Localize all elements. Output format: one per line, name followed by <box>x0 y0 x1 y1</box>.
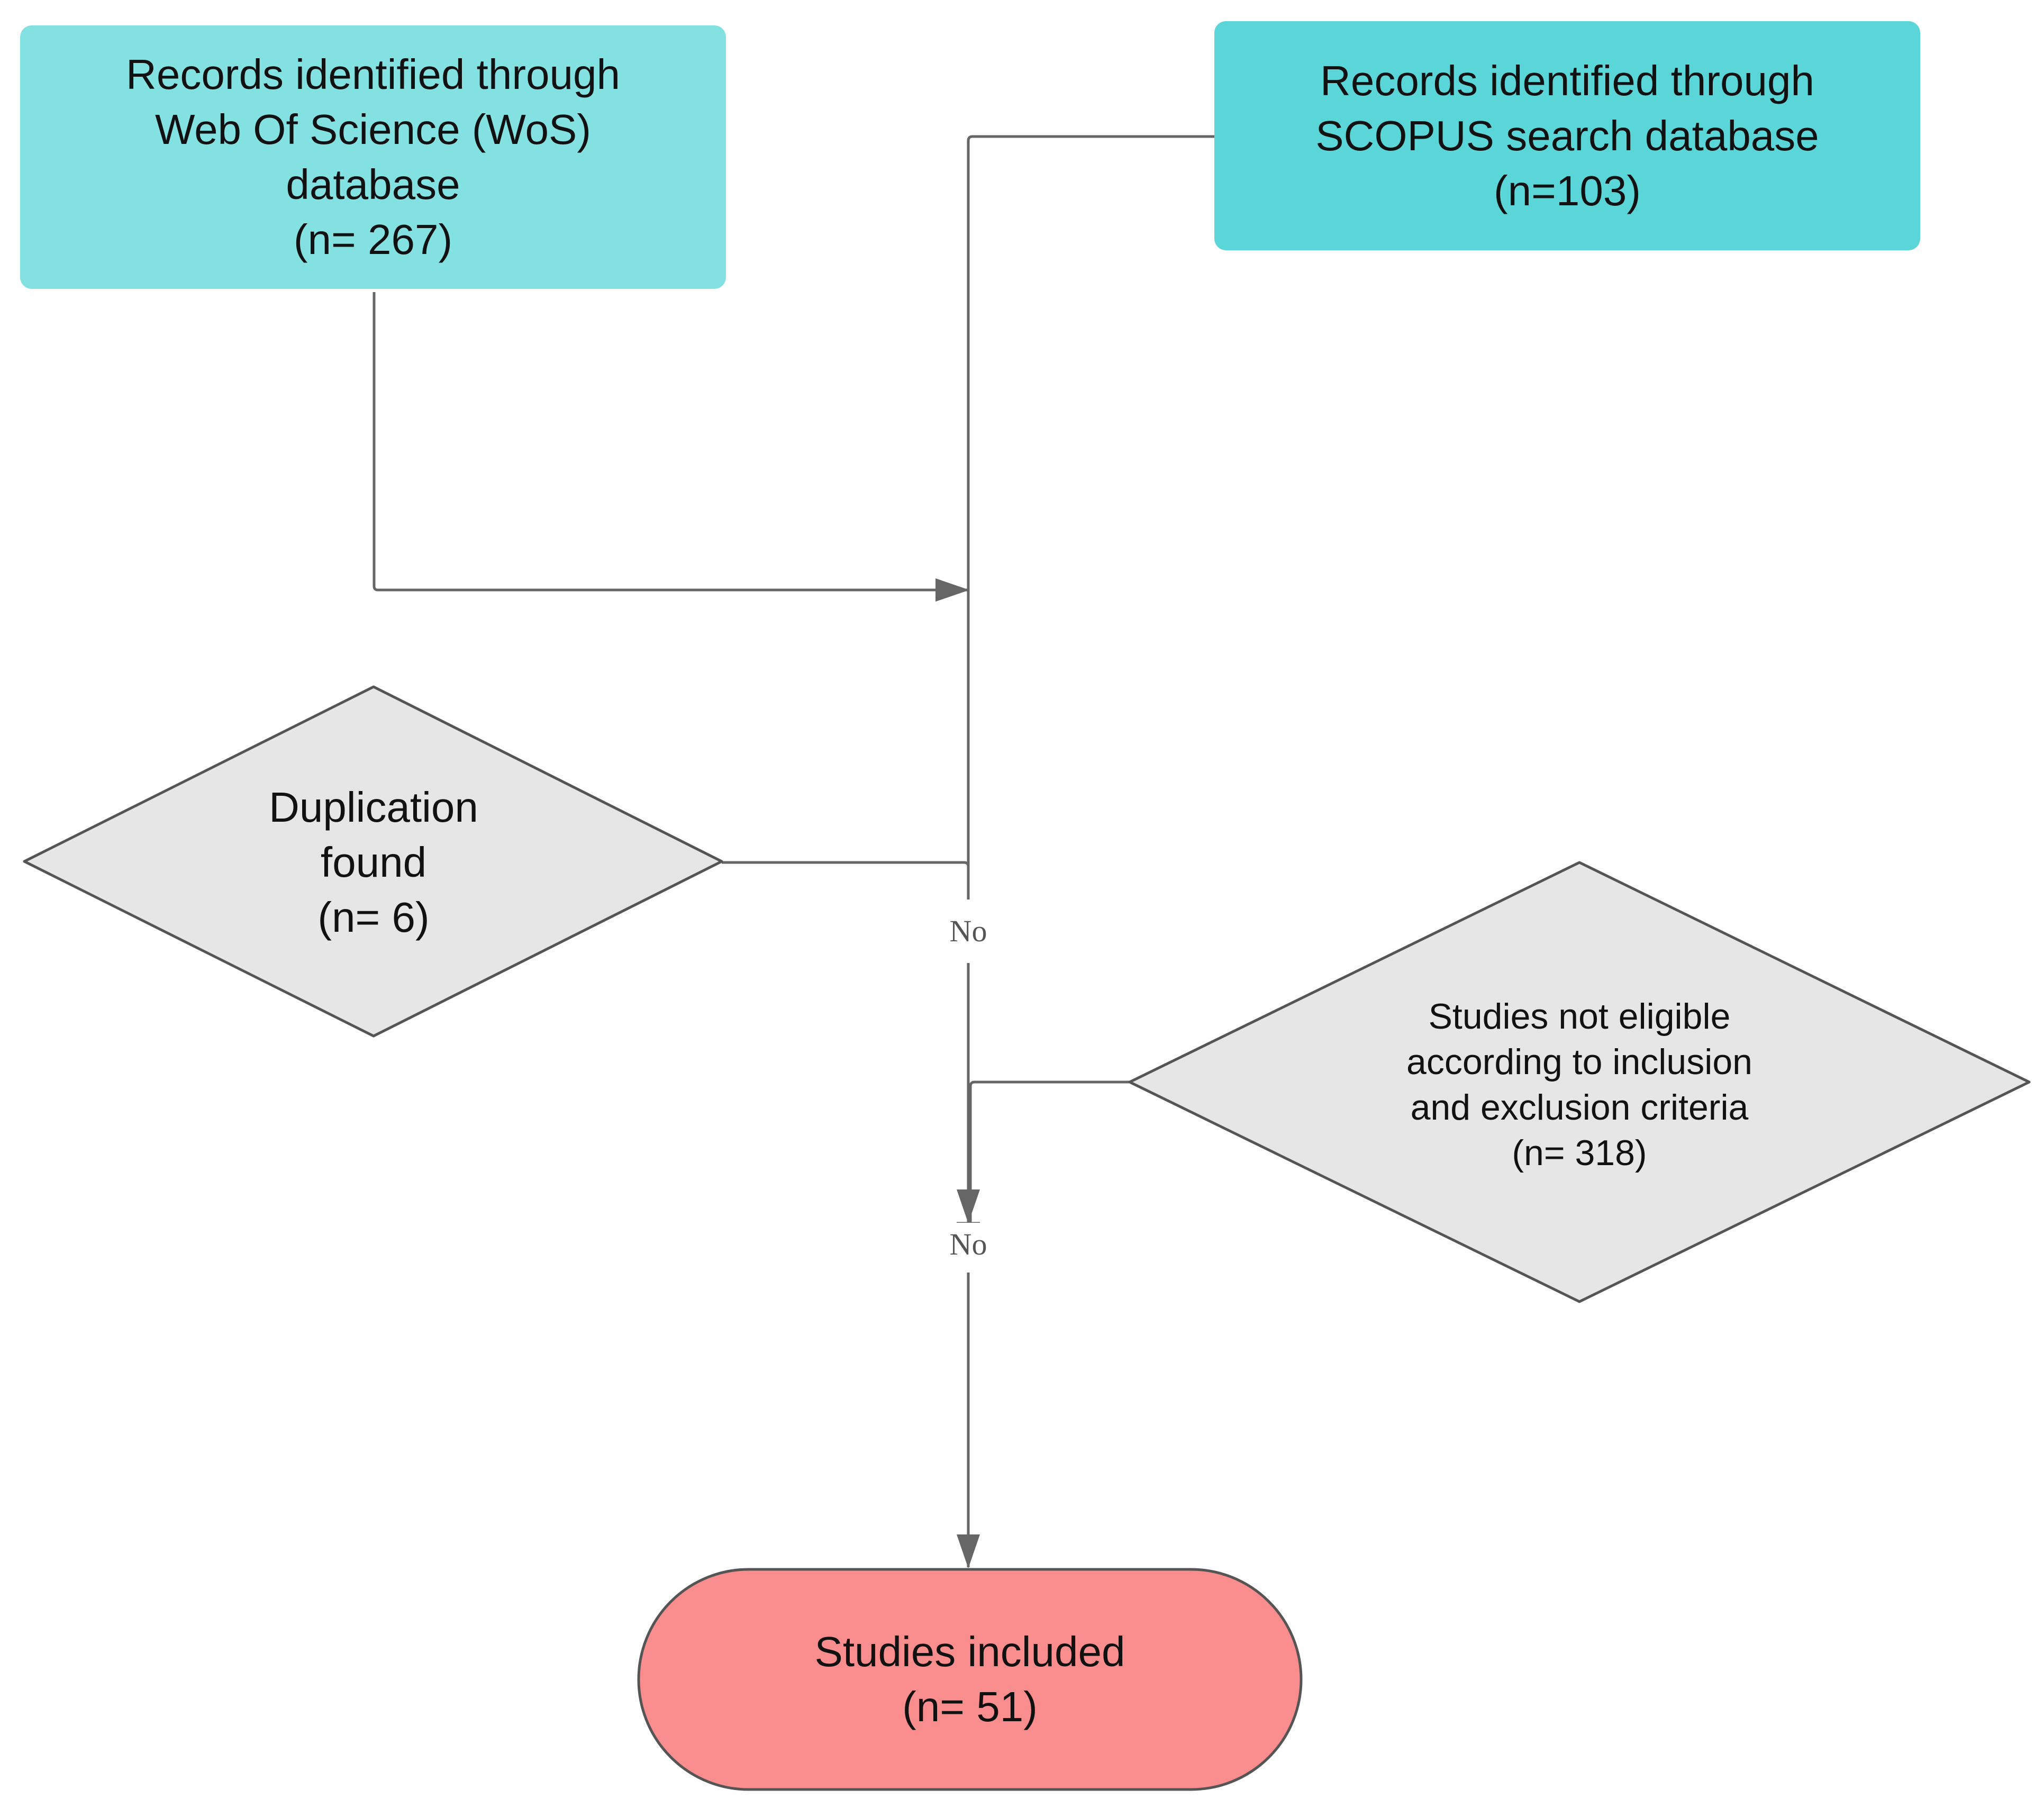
duplication-line-1: Duplication <box>269 784 478 831</box>
not-eligible-diamond <box>1128 861 2031 1303</box>
scopus-line-2: SCOPUS search database <box>1315 112 1819 159</box>
wos-line-4: (n= 267) <box>293 216 453 263</box>
scopus-line-3: (n=103) <box>1494 167 1641 214</box>
scopus-line-1: Records identified through <box>1320 57 1814 104</box>
scopus-records-box <box>1214 21 1920 250</box>
not-eligible-line-2: according to inclusion <box>1406 1042 1752 1082</box>
edge-not-eligible-to-main <box>969 1080 1130 1222</box>
edge-scopus-to-main <box>967 135 1214 900</box>
not-eligible-line-4: (n= 318) <box>1512 1133 1647 1173</box>
scopus-records-text: Records identified through SCOPUS search… <box>1214 21 1920 250</box>
edge-duplication-to-main <box>722 861 970 900</box>
wos-records-text: Records identified through Web Of Scienc… <box>20 25 726 289</box>
not-eligible-line-3: and exclusion criteria <box>1410 1087 1749 1128</box>
studies-included-line-1: Studies included <box>814 1628 1125 1675</box>
studies-included-text: Studies included (n= 51) <box>639 1569 1301 1789</box>
not-eligible-line-1: Studies not eligible <box>1428 996 1731 1037</box>
duplication-diamond <box>23 685 723 1038</box>
duplication-text: Duplication found (n= 6) <box>183 767 564 958</box>
wos-records-box <box>20 25 726 289</box>
not-eligible-text: Studies not eligible according to inclus… <box>1352 984 1807 1185</box>
edge-wos-to-merge <box>373 292 969 602</box>
wos-line-2: Web Of Science (WoS) <box>155 106 591 153</box>
studies-included-box <box>637 1568 1303 1791</box>
edge-label-no-upper: No <box>944 910 993 953</box>
duplication-line-2: found <box>320 839 427 886</box>
wos-line-1: Records identified through <box>126 51 620 98</box>
studies-included-line-2: (n= 51) <box>902 1683 1038 1730</box>
wos-line-3: database <box>286 161 460 208</box>
duplication-line-3: (n= 6) <box>317 894 430 941</box>
edge-label-no-lower: No <box>944 1223 993 1266</box>
